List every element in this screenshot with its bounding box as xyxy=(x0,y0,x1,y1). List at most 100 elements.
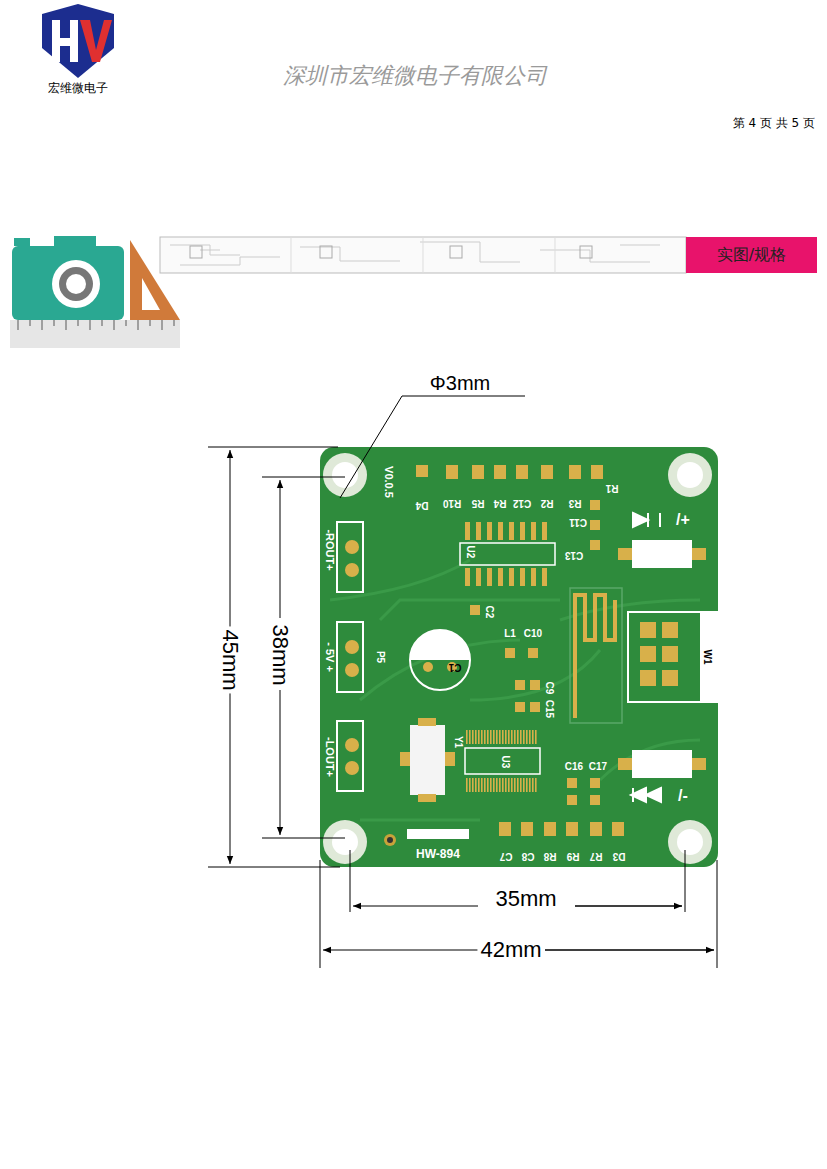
pad xyxy=(508,730,510,744)
pad xyxy=(484,778,486,792)
silkscreen: P5 xyxy=(375,651,385,663)
pad xyxy=(515,680,525,690)
pad xyxy=(502,730,504,744)
company-name: 深圳市宏维微电子有限公司 xyxy=(283,65,547,87)
logo xyxy=(42,4,114,78)
pad xyxy=(532,730,534,744)
silkscreen: - 5V + xyxy=(324,642,335,672)
pad xyxy=(516,465,528,479)
silkscreen: -ROUT+ xyxy=(324,529,335,570)
pad xyxy=(542,568,547,586)
pad xyxy=(505,730,507,744)
camera-icon xyxy=(12,236,124,320)
silkscreen: V0.0.5 xyxy=(383,466,394,498)
silkscreen: C13 xyxy=(565,550,583,560)
pcb-board xyxy=(320,447,718,867)
pad xyxy=(472,778,474,792)
pad xyxy=(487,522,492,540)
dimension: Φ3mm xyxy=(427,373,493,393)
pad xyxy=(520,730,522,744)
silkscreen: C15 xyxy=(544,700,554,718)
silkscreen: C16 xyxy=(565,762,583,772)
silkscreen: R5 xyxy=(472,498,485,508)
pad xyxy=(496,730,498,744)
pad xyxy=(470,605,480,615)
pad xyxy=(469,778,471,792)
pad xyxy=(498,568,503,586)
pad xyxy=(514,778,516,792)
silkscreen: HW-894 xyxy=(416,848,460,860)
pad xyxy=(590,795,600,805)
pad xyxy=(590,520,600,530)
pad xyxy=(529,778,531,792)
silkscreen: R1 xyxy=(606,483,619,493)
pad xyxy=(478,778,480,792)
tab-text: 实图/规格 xyxy=(717,245,786,266)
silkscreen: C7 xyxy=(500,851,513,861)
silkscreen: R2 xyxy=(541,498,554,508)
logo-text: 宏维微电子 xyxy=(48,82,108,94)
pad xyxy=(484,730,486,744)
silkscreen: R3 xyxy=(569,498,582,508)
pad xyxy=(590,822,602,836)
silkscreen: R7 xyxy=(590,851,603,861)
pad xyxy=(494,465,506,479)
pad xyxy=(590,500,600,510)
silkscreen: R10 xyxy=(443,498,461,508)
pad xyxy=(662,646,678,662)
pad xyxy=(567,795,577,805)
pad xyxy=(508,778,510,792)
silkscreen: D3 xyxy=(613,851,626,861)
silkscreen: L1 xyxy=(504,629,516,639)
pad xyxy=(523,778,525,792)
pad xyxy=(509,568,514,586)
pad xyxy=(496,778,498,792)
silkscreen: Y1 xyxy=(453,736,463,748)
silkscreen: -LOUT+ xyxy=(324,737,335,777)
silkscreen: C1 xyxy=(449,662,462,672)
dimension: 45mm xyxy=(219,626,241,693)
pad xyxy=(476,522,481,540)
silkscreen: C10 xyxy=(524,629,542,639)
pad xyxy=(446,465,458,479)
pad xyxy=(591,465,603,479)
pad xyxy=(514,730,516,744)
pad xyxy=(528,648,538,658)
silkscreen: /- xyxy=(678,788,688,804)
pad xyxy=(465,568,470,586)
silkscreen: C17 xyxy=(589,762,607,772)
dimension: 35mm xyxy=(492,888,559,910)
pad xyxy=(475,730,477,744)
pad xyxy=(530,702,540,712)
silkscreen: D4 xyxy=(416,500,429,510)
pad xyxy=(465,522,470,540)
header-strip xyxy=(160,237,686,273)
pad xyxy=(662,622,678,638)
pad xyxy=(481,730,483,744)
silkscreen: C2 xyxy=(484,606,494,619)
pad xyxy=(515,702,525,712)
pad xyxy=(499,778,501,792)
pad xyxy=(590,540,600,550)
pad xyxy=(531,568,536,586)
pad xyxy=(569,465,581,479)
pad xyxy=(490,730,492,744)
pad xyxy=(520,522,525,540)
pad xyxy=(502,778,504,792)
pad xyxy=(469,730,471,744)
silkscreen: C11 xyxy=(569,517,587,527)
silkscreen: C12 xyxy=(513,498,531,508)
pad xyxy=(566,822,578,836)
dimension: 38mm xyxy=(269,621,291,688)
pad xyxy=(476,568,481,586)
ruler xyxy=(10,320,180,348)
pad xyxy=(535,730,537,744)
silkscreen: W1 xyxy=(702,650,712,665)
pad xyxy=(542,522,547,540)
silkscreen: C9 xyxy=(544,682,554,695)
pad xyxy=(531,522,536,540)
dimension: 42mm xyxy=(477,939,544,961)
silkscreen: R8 xyxy=(544,851,557,861)
pad xyxy=(532,778,534,792)
